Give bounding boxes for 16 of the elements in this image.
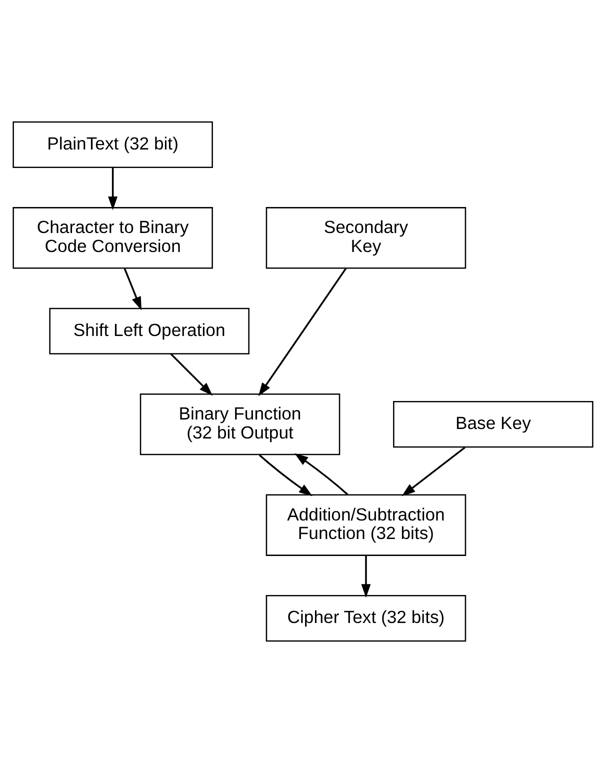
arrow [258,454,313,496]
node-box: Base Key [393,401,594,448]
node-box: Shift Left Operation [49,308,250,354]
node-box: Addition/Subtraction Function (32 bits) [266,494,466,556]
node-box: Binary Function (32 bit Output [140,393,340,456]
arrow [170,353,213,396]
arrow [294,453,348,496]
node-box: Character to Binary Code Conversion [12,207,213,269]
node-box: Secondary Key [266,207,466,269]
arrow [108,167,118,210]
arrow [258,268,347,396]
node-box: Cipher Text (32 bits) [266,595,466,642]
arrow [402,446,466,496]
arrow [361,556,371,598]
arrow [124,268,142,310]
node-box: PlainText (32 bit) [12,121,213,168]
